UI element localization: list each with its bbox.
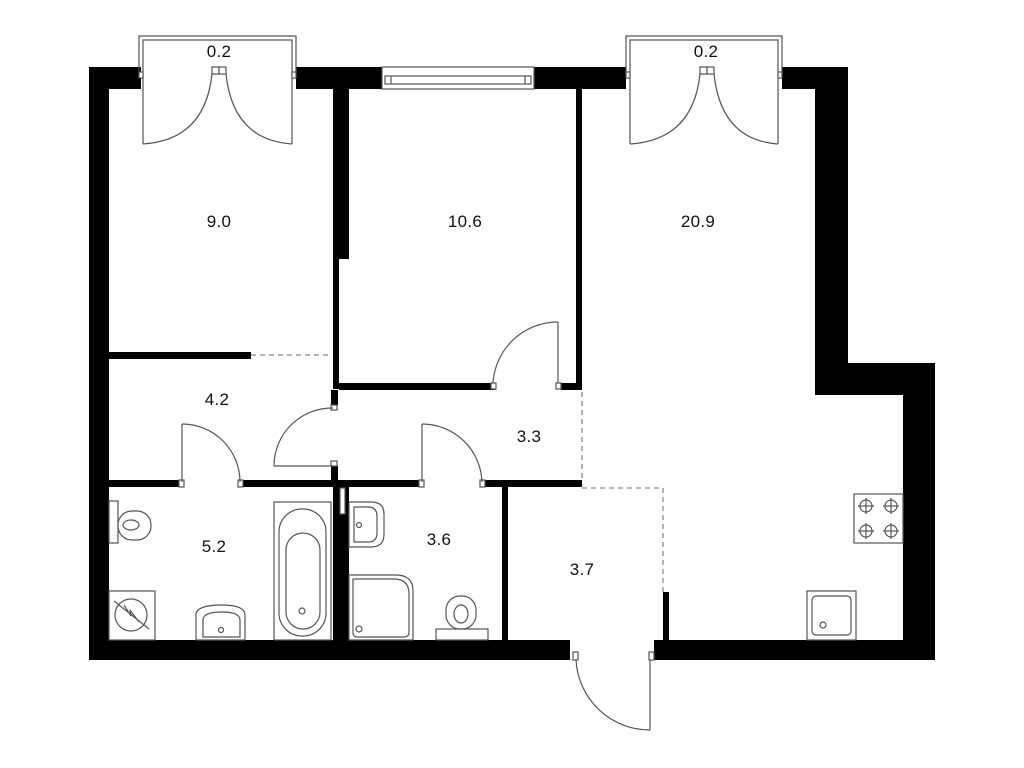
exterior-walls [89,67,935,660]
pipe-icon [339,487,346,515]
interior-walls [109,89,669,640]
area-label-balcony-left: 0.2 [206,42,232,61]
area-label-hallway-center: 3.3 [516,427,542,446]
area-label-hallway-left: 4.2 [204,390,230,409]
area-label-bedroom-2: 10.6 [447,212,483,231]
window-bedroom-2 [381,66,535,90]
area-label-entrance: 3.7 [569,560,595,579]
door-bedroom-2[interactable] [490,321,562,390]
double-door-icon [629,66,779,145]
washing-machine-icon [108,590,156,641]
area-label-living-kitchen: 20.9 [680,212,716,231]
double-door-icon [142,66,293,145]
area-label-bedroom-1: 9.0 [206,212,232,231]
door-shower-room[interactable] [418,423,486,488]
stove-icon [853,493,904,544]
door-bathroom[interactable] [178,423,244,488]
shower-tray-icon [348,574,414,641]
shower-room-sink-icon [348,501,385,548]
balcony-right [625,35,783,145]
balcony-left [138,35,297,145]
area-label-bathroom: 5.2 [201,537,227,556]
toilet-icon [108,500,152,544]
kitchen-sink-icon [806,590,857,641]
shower-room-toilet-icon [435,595,489,641]
door-entrance[interactable] [572,651,655,731]
dashed-openings [251,354,664,592]
area-label-balcony-right: 0.2 [693,42,719,61]
bathtub-icon [273,501,332,641]
area-label-shower-room: 3.6 [426,530,452,549]
door-hallway-left[interactable] [273,404,338,467]
bathroom-sink-icon [195,604,246,641]
